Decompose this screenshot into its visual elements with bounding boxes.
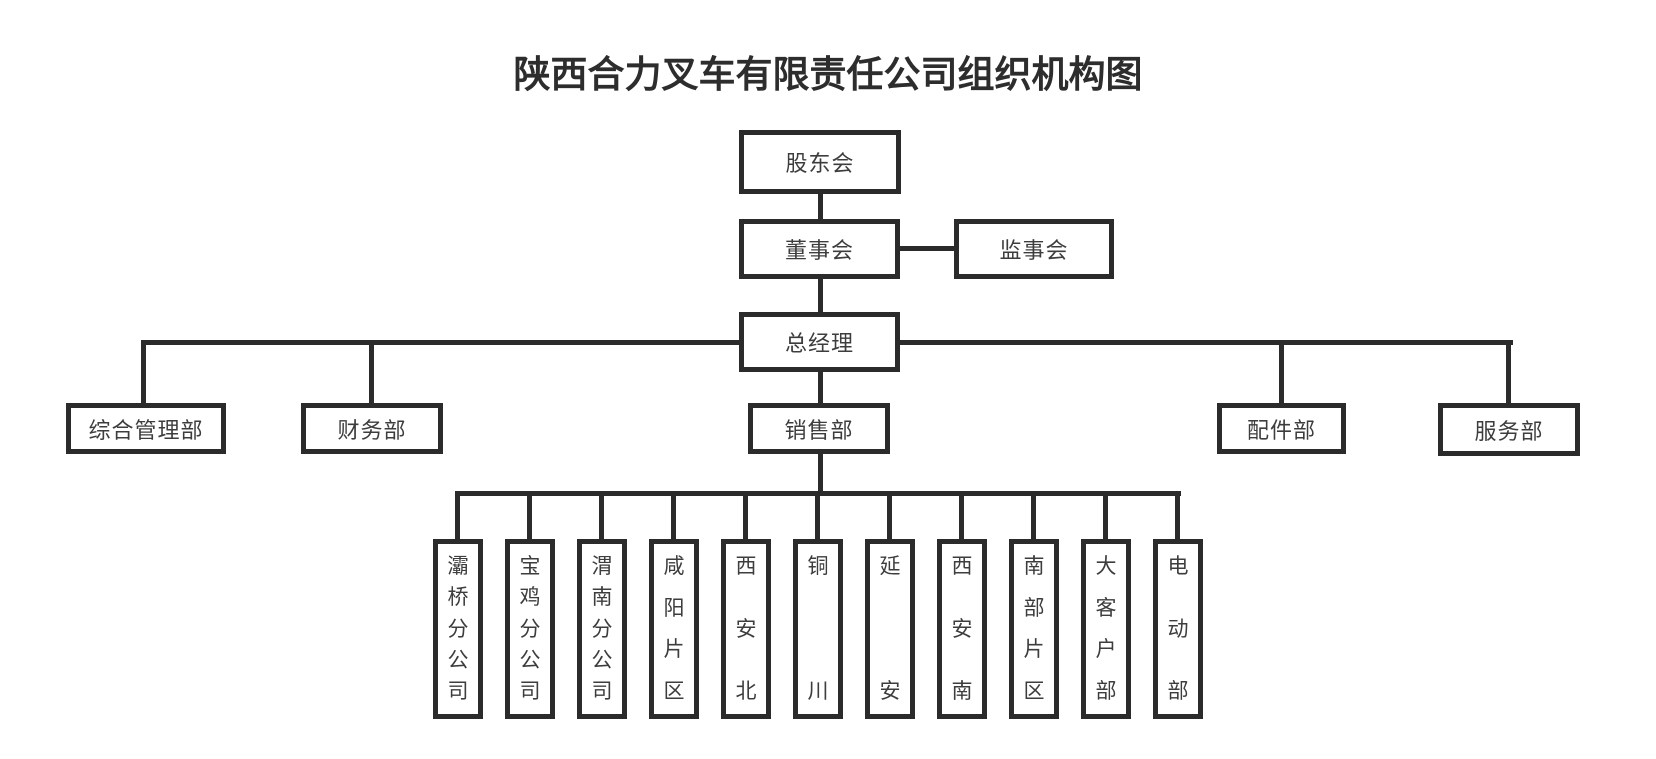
connector-drop-baqiao-branch [455,491,460,539]
connector-drop-xian-north [743,491,748,539]
node-unit-electric: 电动部 [1153,539,1203,719]
connector-drop-baoji-branch [527,491,532,539]
node-dept-sales: 销售部 [748,403,890,454]
connector-sales-stem [818,454,823,494]
node-unit-baqiao-branch: 灞桥分公司 [433,539,483,719]
node-unit-weinan-branch: 渭南分公司 [577,539,627,719]
node-unit-tongchuan: 铜川 [793,539,843,719]
page-title: 陕西合力叉车有限责任公司组织机构图 [513,54,1143,95]
connector-drop-key-accounts [1103,491,1108,539]
connector-drop-yanan [887,491,892,539]
node-unit-xianyang-area: 咸阳片区 [649,539,699,719]
node-dept-general-management: 综合管理部 [66,403,226,454]
connector-drop-xian-south [959,491,964,539]
connector-drop-electric [1175,491,1180,539]
node-general-manager: 总经理 [739,312,900,372]
node-unit-key-accounts: 大客户部 [1081,539,1131,719]
connector-drop-parts [1279,340,1284,403]
connector-drop-finance [369,340,374,403]
connector-drop-general-management [141,340,146,403]
node-shareholders-meeting: 股东会 [739,130,901,194]
node-unit-baoji-branch: 宝鸡分公司 [505,539,555,719]
node-unit-xian-north: 西安北 [721,539,771,719]
node-dept-finance: 财务部 [301,403,443,454]
node-unit-yanan: 延安 [865,539,915,719]
node-dept-service: 服务部 [1438,403,1580,456]
connector-shareholders-board [818,194,823,219]
connector-board-general-manager [818,279,823,312]
connector-general-manager-sales [818,372,823,403]
node-unit-xian-south: 西安南 [937,539,987,719]
node-board-of-directors: 董事会 [739,219,900,279]
node-dept-parts: 配件部 [1217,403,1346,454]
connector-drop-tongchuan [815,491,820,539]
connector-drop-xianyang-area [671,491,676,539]
node-supervisory-board: 监事会 [954,219,1114,279]
connector-drop-south-area [1031,491,1036,539]
connector-board-supervisory [900,246,954,251]
connector-drop-service [1506,340,1511,404]
node-unit-south-area: 南部片区 [1009,539,1059,719]
connector-drop-weinan-branch [599,491,604,539]
